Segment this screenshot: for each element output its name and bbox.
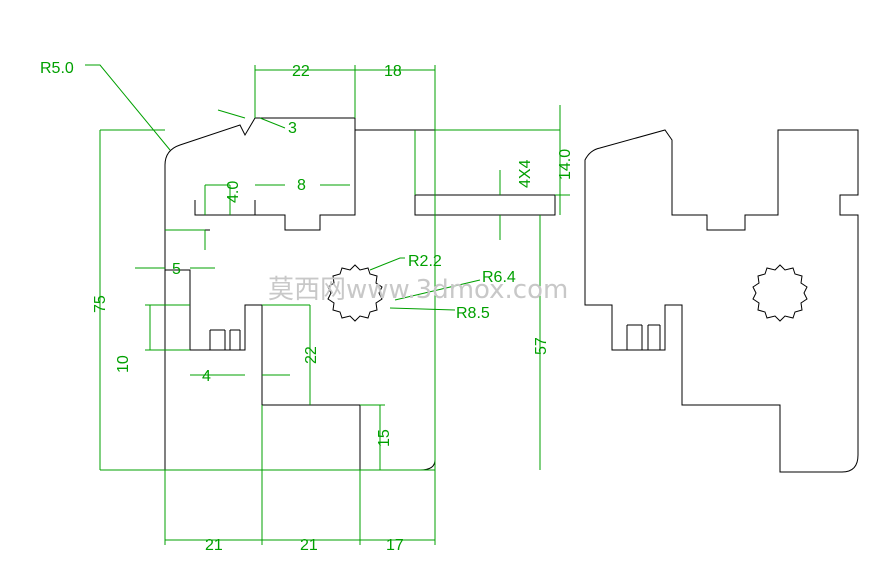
- dim-10-label: 10: [115, 355, 132, 373]
- dim-57-label: 57: [533, 337, 550, 355]
- dim-21-first-label: 21: [205, 537, 223, 554]
- right-part-outline: [584, 129, 859, 473]
- dim-21-second-label: 21: [300, 537, 318, 554]
- radius-r5-label: R5.0: [40, 60, 74, 77]
- dim-22-label: 22: [292, 63, 310, 80]
- dim-8-label: 8: [297, 177, 306, 194]
- radius-r2-2-label: R2.2: [408, 253, 442, 270]
- dim-4x4-label: 4X4: [517, 159, 534, 188]
- dimension-lines: [85, 64, 570, 545]
- dim-3-label: 3: [288, 120, 297, 137]
- radius-r8-5-label: R8.5: [456, 305, 490, 322]
- gear-outline: [327, 264, 383, 322]
- dim-14-label: 14.0: [557, 149, 574, 180]
- dim-15-label: 15: [376, 429, 393, 447]
- dim-18-label: 18: [384, 63, 402, 80]
- dim-4-0-label: 4.0: [225, 181, 242, 203]
- left-part-outline: [164, 117, 556, 471]
- dim-22-vertical-label: 22: [303, 346, 320, 364]
- dim-17-label: 17: [386, 537, 404, 554]
- watermark-text: 莫西网www.3dmox.com: [268, 275, 568, 305]
- dim-5-label: 5: [172, 261, 181, 278]
- dim-4-label: 4: [202, 368, 211, 385]
- dim-75-label: 75: [92, 295, 109, 313]
- radius-r6-4-label: R6.4: [482, 269, 516, 286]
